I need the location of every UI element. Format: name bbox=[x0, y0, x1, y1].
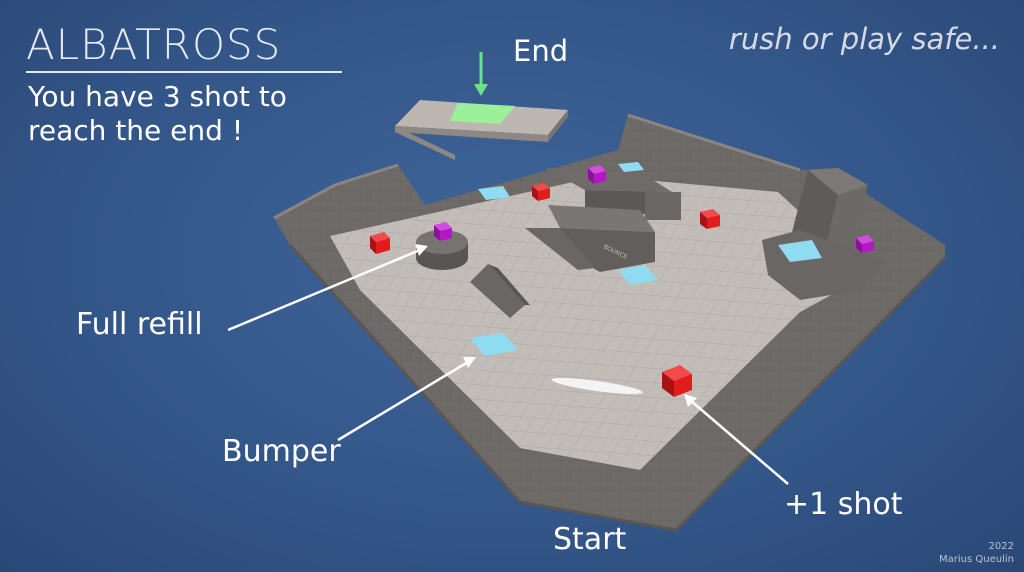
bumpers bbox=[470, 162, 658, 356]
shot-cube bbox=[700, 209, 720, 229]
arrow-plus-one-shot bbox=[684, 394, 789, 485]
ball-start bbox=[551, 377, 643, 395]
annotation-arrows bbox=[227, 244, 789, 485]
refill-cube bbox=[434, 222, 452, 241]
arrow-full-refill bbox=[227, 244, 428, 332]
refill-cubes bbox=[434, 165, 874, 253]
small-ramp bbox=[470, 264, 530, 318]
arrow-bumper bbox=[337, 357, 476, 442]
end-pad bbox=[450, 103, 515, 124]
label-end: End bbox=[513, 34, 569, 68]
right-tower bbox=[762, 168, 885, 300]
title-underline bbox=[26, 71, 342, 73]
end-platform bbox=[395, 100, 568, 160]
credit-author: Marius Queulin bbox=[939, 554, 1014, 565]
bumper bbox=[478, 186, 510, 200]
shot-cube bbox=[662, 365, 692, 397]
label-bumper: Bumper bbox=[222, 434, 341, 469]
shot-cubes bbox=[370, 183, 720, 397]
bumper bbox=[618, 265, 658, 285]
refill-cube bbox=[588, 165, 606, 184]
game-title: ALBATROSS bbox=[26, 20, 282, 69]
tagline: rush or play safe... bbox=[728, 22, 1000, 56]
label-start: Start bbox=[553, 522, 627, 557]
bumper bbox=[470, 333, 518, 356]
label-full-refill: Full refill bbox=[76, 307, 203, 342]
credit-year: 2022 bbox=[988, 541, 1014, 552]
end-arrow bbox=[474, 52, 488, 96]
label-plus-one-shot: +1 shot bbox=[784, 487, 903, 522]
pedestal bbox=[416, 230, 468, 270]
credit: 2022 Marius Queulin bbox=[939, 540, 1014, 566]
bumper bbox=[778, 240, 822, 262]
bounce-structure: BOUNCE bbox=[525, 168, 681, 272]
shot-cube bbox=[370, 232, 390, 254]
refill-cube bbox=[856, 235, 874, 253]
game-subtitle: You have 3 shot to reach the end ! bbox=[28, 80, 287, 147]
bumper bbox=[618, 162, 644, 172]
shot-cube bbox=[532, 183, 550, 201]
